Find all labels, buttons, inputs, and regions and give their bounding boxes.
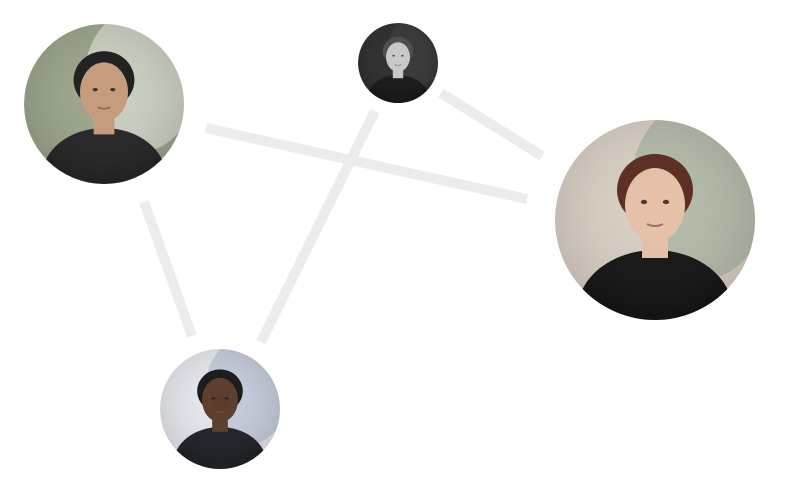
person-avatar-icon[interactable] [160,337,289,488]
person-avatar-icon[interactable] [24,8,196,227]
person-nodes [24,8,770,488]
person-avatar-icon[interactable] [358,15,444,125]
person-avatar-icon[interactable] [555,100,770,374]
connection-line [139,200,197,338]
connection-line [438,88,545,161]
connection-line [204,123,529,204]
connection-lines [139,88,545,345]
connection-line [256,108,380,345]
